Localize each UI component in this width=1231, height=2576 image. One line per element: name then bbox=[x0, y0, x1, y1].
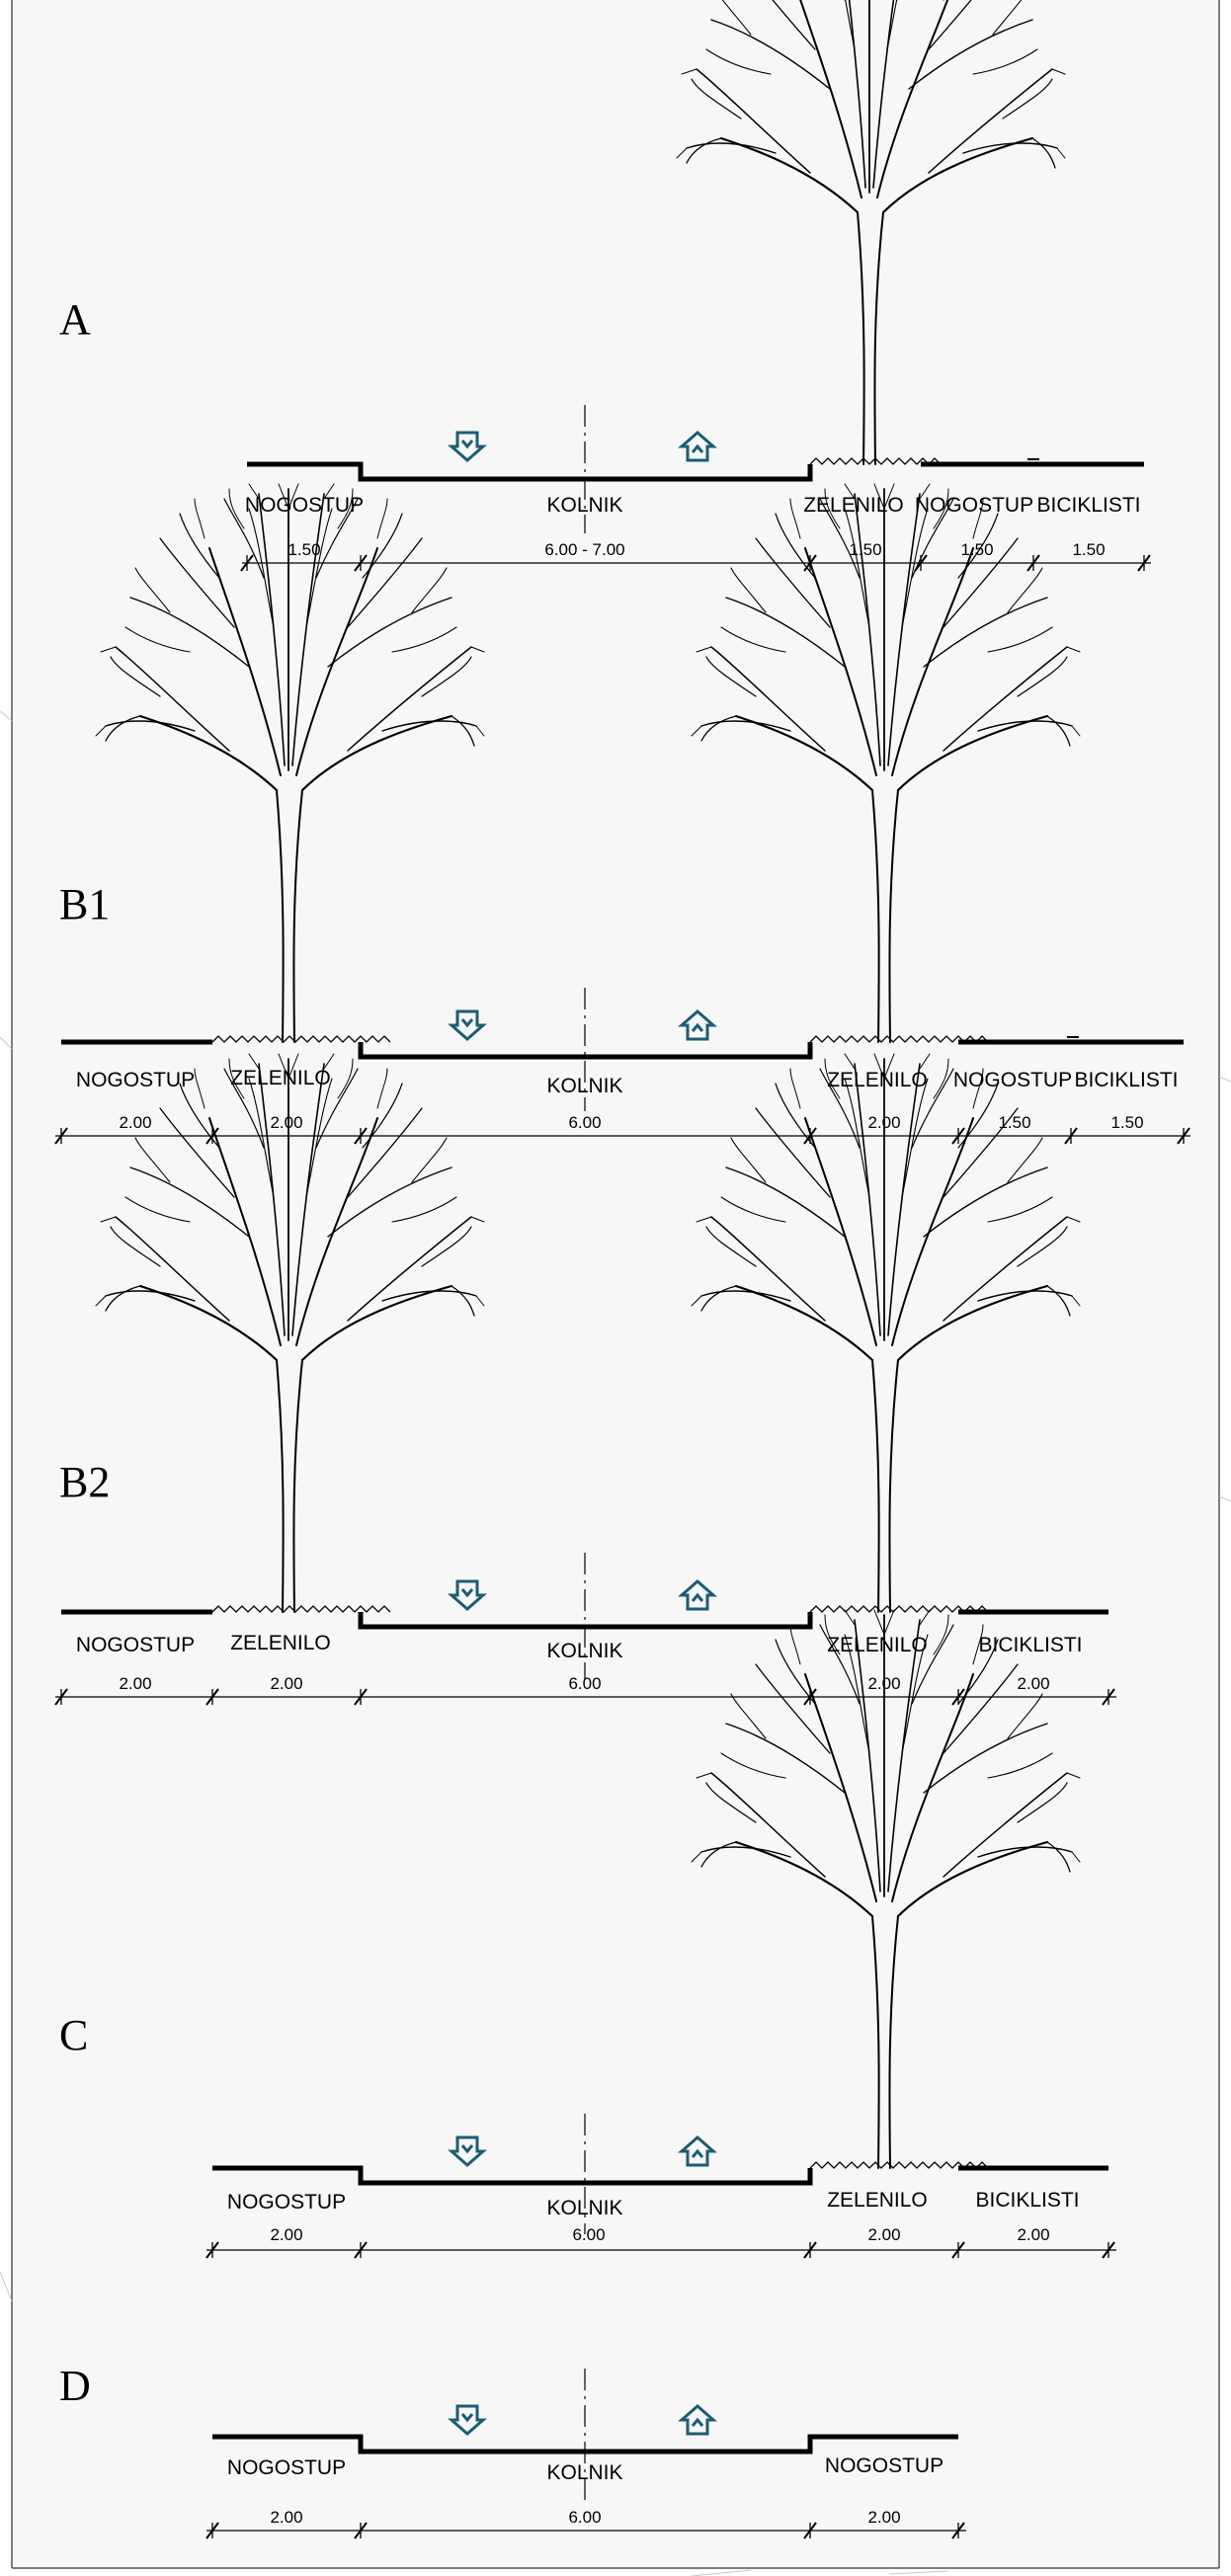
dimension-label: 6.00 bbox=[568, 2508, 601, 2527]
section-letter: B2 bbox=[59, 1458, 110, 1506]
section-c: C NOGOSTUP KOLNIK ZELENILO BICIKLISTI 2.… bbox=[59, 1608, 1116, 2259]
section-letter: C bbox=[59, 2011, 88, 2059]
dimension-label: 2.00 bbox=[119, 1113, 151, 1132]
zone-label: NOGOSTUP bbox=[76, 1634, 195, 1656]
dimension-line bbox=[205, 2241, 1116, 2259]
zone-label: ZELENILO bbox=[230, 1632, 331, 1654]
dimension-label: 6.00 bbox=[568, 1674, 601, 1693]
grass-strip bbox=[809, 1605, 989, 1613]
dimension-label: 1.50 bbox=[1072, 540, 1105, 559]
dimension-label: 2.00 bbox=[270, 1674, 302, 1693]
zone-label: NOGOSTUP bbox=[915, 494, 1033, 517]
dimension-label: 6.00 - 7.00 bbox=[544, 540, 624, 559]
grass-strip bbox=[809, 1035, 989, 1043]
section-a: A NOGOSTUP KOLNIK ZELENILO NOGOSTUP BICI… bbox=[59, 0, 1151, 572]
sheet-background bbox=[12, 0, 1219, 2568]
zone-label: ZELENILO bbox=[230, 1067, 331, 1089]
zone-label: ZELENILO bbox=[827, 1634, 928, 1656]
zone-label: ZELENILO bbox=[827, 2189, 928, 2212]
ground-profile bbox=[247, 461, 813, 482]
grass-strip bbox=[809, 2161, 989, 2169]
grass-strip bbox=[211, 1605, 391, 1613]
background-traces bbox=[0, 710, 1231, 2576]
zone-label: NOGOSTUP bbox=[76, 1069, 195, 1091]
dimension-line bbox=[240, 554, 1151, 572]
section-letter: B1 bbox=[59, 880, 110, 928]
zone-label: KOLNIK bbox=[546, 2461, 622, 2484]
section-letter: D bbox=[59, 2362, 91, 2410]
section-b1: B1 NOGOSTUP ZELENILO KOLNIK ZELENILO NOG… bbox=[54, 482, 1190, 1145]
section-b2: B2 NOGOSTUP ZELENILO KOLNIK ZELENILO BIC… bbox=[54, 1052, 1116, 1706]
dimension-label: 2.00 bbox=[1017, 2225, 1049, 2244]
section-letter: A bbox=[59, 295, 91, 344]
zone-label: BICIKLISTI bbox=[1036, 494, 1140, 517]
zone-label: NOGOSTUP bbox=[227, 2456, 346, 2479]
dimension-label: 1.50 bbox=[998, 1113, 1030, 1132]
dimension-line bbox=[205, 2522, 966, 2539]
ground-profile bbox=[358, 1042, 813, 1060]
zone-label: KOLNIK bbox=[546, 2197, 622, 2219]
dimension-label: 2.00 bbox=[867, 2225, 900, 2244]
dimension-label: 2.00 bbox=[270, 1113, 302, 1132]
dimension-label: 6.00 bbox=[572, 2225, 605, 2244]
dimension-label: 1.50 bbox=[849, 540, 881, 559]
dimension-label: 1.50 bbox=[287, 540, 320, 559]
dimension-line bbox=[54, 1127, 1190, 1145]
dimension-label: 2.00 bbox=[119, 1674, 151, 1693]
dimension-label: 2.00 bbox=[867, 2508, 900, 2527]
zone-label: KOLNIK bbox=[546, 1640, 622, 1662]
dimension-line bbox=[54, 1688, 1116, 1706]
grass-strip bbox=[211, 1035, 391, 1043]
dimension-label: 1.50 bbox=[1110, 1113, 1143, 1132]
dimension-label: 2.00 bbox=[270, 2508, 302, 2527]
zone-label: KOLNIK bbox=[546, 1075, 622, 1097]
zone-label: KOLNIK bbox=[546, 494, 622, 517]
zone-label: NOGOSTUP bbox=[953, 1069, 1072, 1091]
zone-label: BICIKLISTI bbox=[1074, 1069, 1178, 1091]
zone-label: ZELENILO bbox=[827, 1069, 928, 1091]
zone-label: NOGOSTUP bbox=[245, 494, 364, 517]
dimension-label: 2.00 bbox=[270, 2225, 302, 2244]
dimension-label: 6.00 bbox=[568, 1113, 601, 1132]
grass-strip bbox=[809, 457, 944, 465]
dimension-label: 2.00 bbox=[1017, 1674, 1049, 1693]
zone-label: BICIKLISTI bbox=[978, 1634, 1082, 1656]
zone-label: ZELENILO bbox=[803, 494, 904, 517]
zone-label: NOGOSTUP bbox=[825, 2455, 944, 2477]
dimension-label: 1.50 bbox=[960, 540, 993, 559]
zone-label: NOGOSTUP bbox=[227, 2191, 346, 2214]
zone-label: BICIKLISTI bbox=[975, 2189, 1079, 2212]
section-d: D NOGOSTUP KOLNIK NOGOSTUP 2.00 6.00 2.0… bbox=[59, 2362, 966, 2539]
ground-profile bbox=[212, 2165, 813, 2186]
